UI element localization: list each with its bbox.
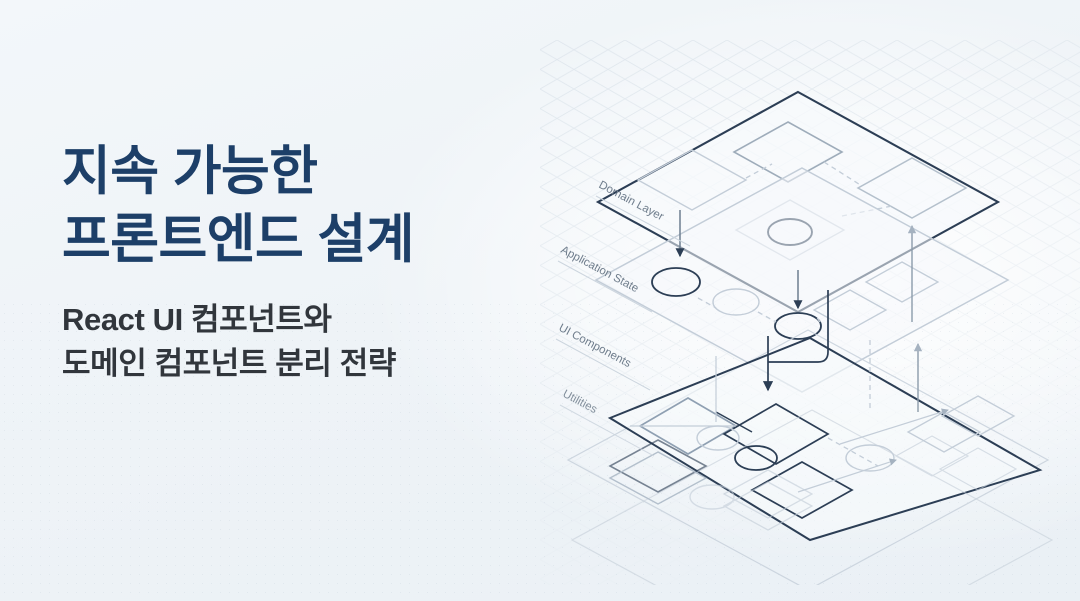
utility-node-stack-top — [608, 439, 708, 493]
ui-node-modal — [940, 395, 1016, 437]
layer-application-state — [594, 167, 1010, 393]
utility-node-c — [894, 435, 970, 477]
app-state-action-ellipse — [774, 312, 822, 340]
app-state-node-a — [812, 289, 888, 331]
ui-hook-ellipse-b — [734, 445, 778, 471]
domain-node-b — [636, 149, 748, 211]
label-application-leader-line — [557, 260, 653, 313]
utility-node-d — [938, 447, 1018, 491]
page-title: 지속 가능한 프론트엔드 설계 — [62, 138, 532, 274]
subtitle-line-1: React UI 컴포넌트와 — [62, 301, 332, 337]
domain-connector-2 — [823, 161, 863, 187]
app-state-store-ellipse — [651, 267, 701, 297]
ui-node-button — [638, 397, 738, 455]
app-connector-2 — [757, 311, 777, 323]
domain-connector-1 — [745, 163, 773, 179]
app-connector-3 — [815, 315, 821, 323]
ui-connector-1 — [715, 411, 753, 433]
label-utilities-leader-line — [559, 404, 655, 457]
layer-ui-components — [566, 329, 1050, 585]
app-connector-1 — [697, 297, 717, 309]
layer-ui-plate — [607, 336, 1043, 542]
app-state-selector-ellipse — [712, 288, 760, 316]
utility-helper-ellipse — [689, 484, 735, 510]
hero-text-block: 지속 가능한 프론트엔드 설계 React UI 컴포넌트와 도메인 컴포넌트 … — [62, 138, 532, 386]
page-subtitle: React UI 컴포넌트와 도메인 컴포넌트 분리 전략 — [62, 298, 532, 386]
architecture-diagram: Domain Layer Application State UI Compon… — [540, 40, 1080, 585]
ui-connector-3 — [839, 408, 949, 445]
ui-connector-2 — [827, 437, 879, 467]
app-state-node-b — [864, 261, 940, 303]
layer-utilities — [570, 409, 1054, 585]
layer-flow-arrows — [675, 210, 923, 422]
ui-node-card — [722, 403, 830, 465]
utility-node-a — [722, 469, 814, 519]
label-domain-leader-line — [595, 195, 691, 247]
ui-hook-ellipse-c — [845, 444, 895, 472]
subtitle-line-2: 도메인 컴포넌트 분리 전략 — [62, 345, 396, 381]
ui-node-form — [750, 461, 854, 519]
utility-node-stack-bottom — [608, 451, 708, 505]
flow-path-app-to-ui — [768, 290, 829, 363]
label-ui-leader-line — [555, 338, 651, 391]
ui-connector-4 — [797, 458, 897, 493]
utility-node-b — [722, 481, 814, 531]
domain-node-c — [856, 157, 968, 219]
layer-utilities-plate — [570, 409, 1054, 585]
title-line-1: 지속 가능한 — [62, 142, 318, 201]
title-line-2: 프론트엔드 설계 — [62, 209, 415, 269]
ui-node-list — [906, 411, 982, 453]
